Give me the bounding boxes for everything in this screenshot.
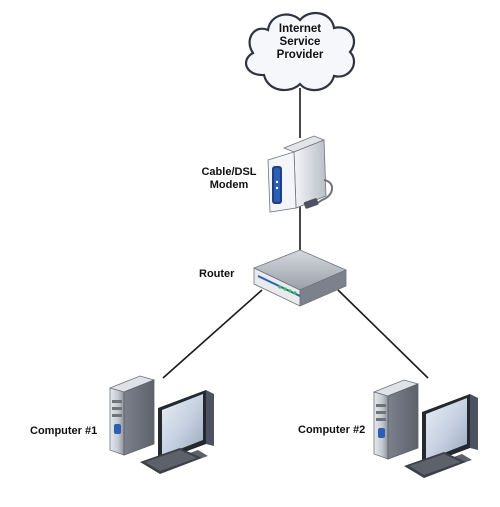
- keyboard: [404, 452, 466, 478]
- isp-label: Internet Service Provider: [262, 23, 338, 62]
- monitor: [422, 394, 478, 468]
- router-label: Router: [199, 268, 235, 280]
- modem-icon: [267, 135, 333, 213]
- modem-label-line: Modem: [209, 179, 249, 191]
- computer-icon: [108, 375, 214, 474]
- connection-lines: [162, 88, 429, 379]
- link-router-computer1: [162, 289, 263, 379]
- computer-icon: [372, 379, 478, 478]
- computer2-label: Computer #2: [298, 424, 366, 436]
- router-icon: [252, 249, 348, 307]
- link-router-computer2: [337, 289, 429, 379]
- modem-label: Cable/DSL Modem: [189, 166, 269, 192]
- isp-label-line: Internet: [278, 23, 322, 35]
- cloud-icon: [244, 11, 356, 92]
- keyboard: [140, 448, 202, 474]
- monitor: [158, 390, 214, 464]
- isp-label-line: Service: [279, 36, 321, 48]
- tower: [108, 375, 156, 456]
- modem-label-line: Cable/DSL: [201, 166, 257, 178]
- isp-label-line: Provider: [276, 49, 324, 61]
- tower: [372, 379, 420, 460]
- computer1-label: Computer #1: [30, 425, 98, 437]
